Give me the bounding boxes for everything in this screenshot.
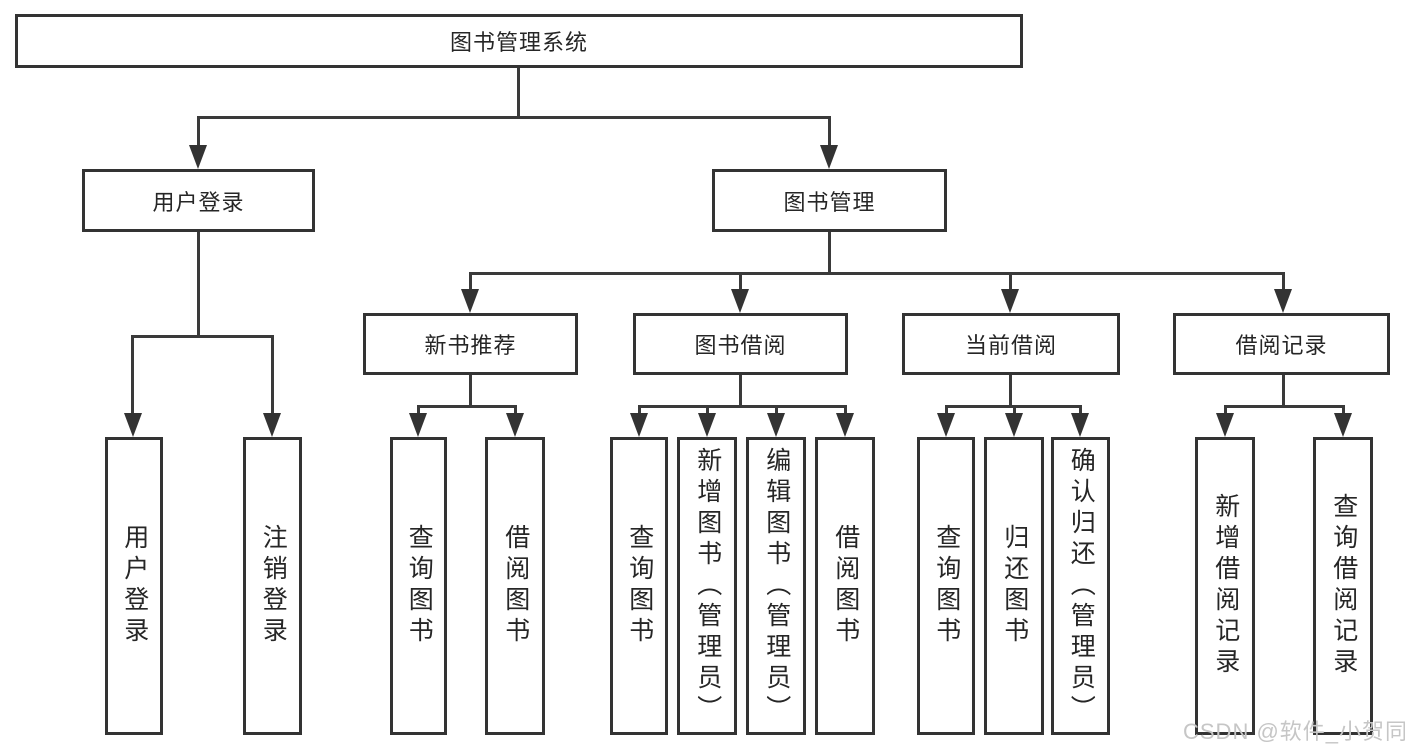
node-label: 查询图书	[405, 524, 434, 648]
connector-g1-split	[417, 405, 517, 408]
node-label: 新书推荐	[424, 333, 517, 358]
arrow-down-icon	[937, 413, 955, 437]
arrow-down-icon	[461, 289, 479, 313]
node-edit-books-admin: 编辑图书（管理员）	[746, 437, 806, 735]
node-user-login: 用户登录	[82, 169, 315, 232]
node-add-books-admin: 新增图书（管理员）	[677, 437, 737, 735]
connector-to-borrowing	[739, 272, 742, 294]
node-label: 查询图书	[932, 524, 961, 648]
node-borrowing-records: 借阅记录	[1173, 313, 1390, 375]
node-query-books-current: 查询图书	[917, 437, 975, 735]
arrow-down-icon	[1334, 413, 1352, 437]
arrow-down-icon	[1216, 413, 1234, 437]
arrow-down-icon	[409, 413, 427, 437]
connector-g2-c1	[638, 405, 641, 417]
node-label: 图书管理系统	[449, 30, 588, 55]
connector-g4-c2	[1342, 405, 1345, 417]
connector-login-split	[132, 335, 274, 338]
arrow-down-icon	[189, 145, 207, 169]
connector-g3-c3	[1079, 405, 1082, 417]
node-add-borrow-record: 新增借阅记录	[1195, 437, 1255, 735]
connector-g2-c2	[706, 405, 709, 417]
connector-to-logout-leaf	[271, 335, 274, 417]
arrow-down-icon	[1071, 413, 1089, 437]
node-book-borrowing: 图书借阅	[633, 313, 848, 375]
node-query-books-borrowing: 查询图书	[610, 437, 668, 735]
node-logout: 注销登录	[243, 437, 302, 735]
node-label: 查询图书	[625, 524, 654, 648]
node-label: 注销登录	[259, 524, 288, 648]
arrow-down-icon	[836, 413, 854, 437]
node-current-borrowing: 当前借阅	[902, 313, 1120, 375]
connector-g2-c4	[844, 405, 847, 417]
node-label: 编辑图书（管理员）	[762, 446, 791, 726]
node-new-book-recommendation: 新书推荐	[363, 313, 578, 375]
node-confirm-return-admin: 确认归还（管理员）	[1051, 437, 1110, 735]
node-label: 查询借阅记录	[1329, 493, 1358, 679]
node-query-borrow-record: 查询借阅记录	[1313, 437, 1373, 735]
connector-g1-c2	[514, 405, 517, 417]
node-label: 借阅图书	[501, 524, 530, 648]
node-label: 新增图书（管理员）	[693, 446, 722, 726]
connector-to-book-management	[828, 116, 831, 150]
node-label: 当前借阅	[964, 333, 1057, 358]
arrow-down-icon	[731, 289, 749, 313]
connector-g4-split	[1224, 405, 1345, 408]
arrow-down-icon	[1274, 289, 1292, 313]
arrow-down-icon	[263, 413, 281, 437]
connector-g3-drop	[1009, 375, 1012, 408]
node-label: 借阅记录	[1235, 333, 1328, 358]
arrow-down-icon	[1001, 289, 1019, 313]
node-borrow-books-recommend: 借阅图书	[485, 437, 545, 735]
connector-g3-c2	[1013, 405, 1016, 417]
arrow-down-icon	[820, 145, 838, 169]
node-borrow-books: 借阅图书	[815, 437, 875, 735]
node-label: 归还图书	[1000, 524, 1029, 648]
connector-root-split	[197, 116, 831, 119]
node-user-login-leaf: 用户登录	[105, 437, 163, 735]
arrow-down-icon	[124, 413, 142, 437]
connector-to-login-leaf	[131, 335, 134, 417]
connector-to-user-login	[197, 116, 200, 150]
connector-g4-drop	[1282, 375, 1285, 408]
connector-login-drop	[197, 232, 200, 338]
csdn-watermark: CSDN @软件_小贺同学	[1183, 719, 1405, 744]
node-label: 新增借阅记录	[1211, 493, 1240, 679]
connector-root-drop	[517, 68, 520, 118]
arrow-down-icon	[1005, 413, 1023, 437]
connector-g1-c1	[417, 405, 420, 417]
arrow-down-icon	[767, 413, 785, 437]
arrow-down-icon	[506, 413, 524, 437]
connector-to-current	[1009, 272, 1012, 294]
node-book-management: 图书管理	[712, 169, 947, 232]
connector-g3-c1	[945, 405, 948, 417]
connector-g2-c3	[775, 405, 778, 417]
connector-mgmt-split	[469, 272, 1285, 275]
node-library-management-system: 图书管理系统	[15, 14, 1023, 68]
node-query-books-recommend: 查询图书	[390, 437, 447, 735]
connector-to-new-book	[469, 272, 472, 294]
connector-g2-split	[638, 405, 846, 408]
arrow-down-icon	[698, 413, 716, 437]
connector-to-records	[1282, 272, 1285, 294]
connector-g4-c1	[1224, 405, 1227, 417]
node-label: 用户登录	[120, 524, 149, 648]
node-label: 图书管理	[783, 189, 876, 215]
node-return-books: 归还图书	[984, 437, 1044, 735]
arrow-down-icon	[630, 413, 648, 437]
connector-mgmt-drop	[828, 232, 831, 275]
node-label: 确认归还（管理员）	[1067, 446, 1096, 726]
connector-g1-drop	[469, 375, 472, 408]
node-label: 借阅图书	[831, 524, 860, 648]
node-label: 用户登录	[152, 189, 245, 215]
connector-g2-drop	[739, 375, 742, 408]
node-label: 图书借阅	[694, 333, 787, 358]
